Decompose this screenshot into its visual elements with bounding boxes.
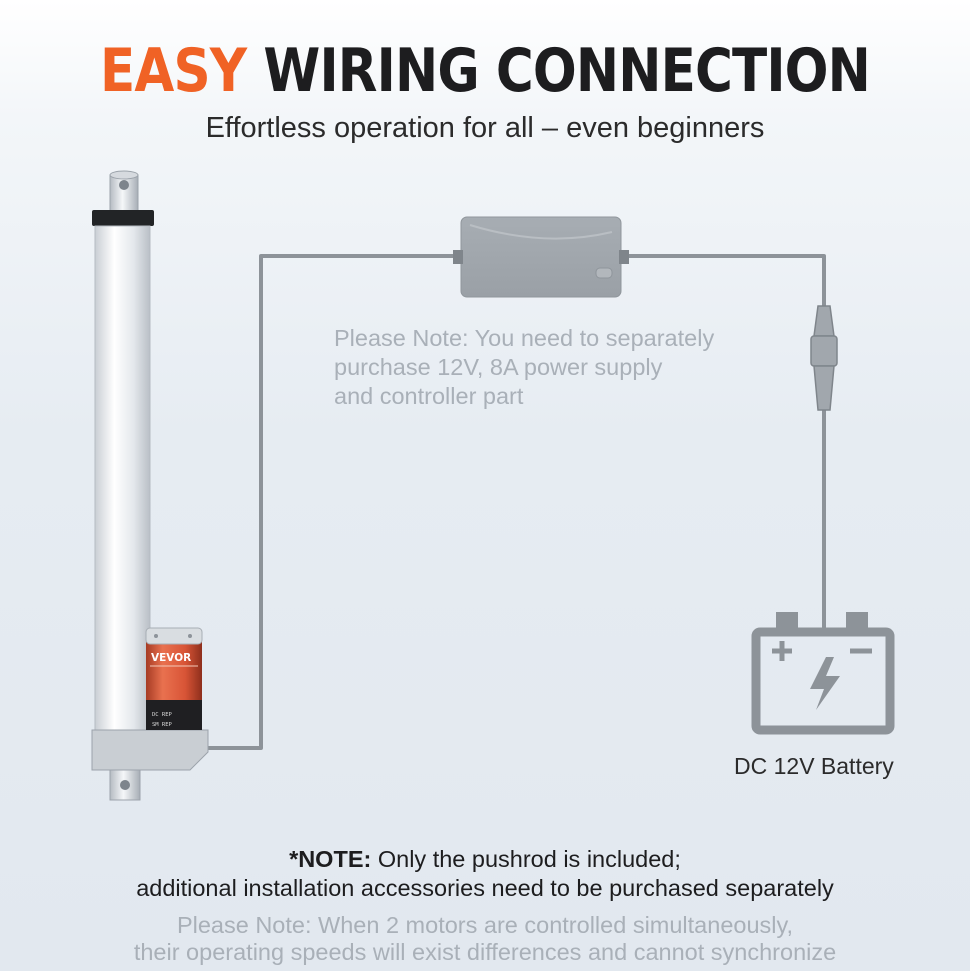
controller-note-line: Please Note: You need to separately <box>334 325 715 351</box>
wire-connector <box>810 305 838 411</box>
included-note: *NOTE: Only the pushrod is included; add… <box>0 845 970 903</box>
wire <box>205 254 826 750</box>
controller-box <box>453 216 629 298</box>
note-line-2: additional installation accessories need… <box>136 875 834 901</box>
motor-label-2: SM REP <box>152 722 173 728</box>
page-title: EASY WIRING CONNECTION <box>68 36 902 106</box>
controller-note-line: and controller part <box>334 383 524 409</box>
sync-note-line: their operating speeds will exist differ… <box>133 939 837 965</box>
note-line-1: Only the pushrod is included; <box>371 846 681 872</box>
motor-label-1: DC REP <box>152 712 173 718</box>
battery-icon <box>751 612 895 735</box>
note-prefix: *NOTE: <box>289 846 372 872</box>
page-subtitle: Effortless operation for all – even begi… <box>205 112 765 144</box>
title-accent: EASY <box>100 36 247 106</box>
sync-note-line: Please Note: When 2 motors are controlle… <box>176 912 794 938</box>
title-rest: WIRING CONNECTION <box>246 36 870 106</box>
brand-label: VEVOR <box>151 652 191 664</box>
battery-label: DC 12V Battery <box>734 753 894 779</box>
linear-actuator <box>91 170 209 801</box>
controller-note: Please Note: You need to separately purc… <box>334 324 714 411</box>
controller-note-line: purchase 12V, 8A power supply <box>334 354 663 380</box>
sync-note: Please Note: When 2 motors are controlle… <box>0 912 970 966</box>
